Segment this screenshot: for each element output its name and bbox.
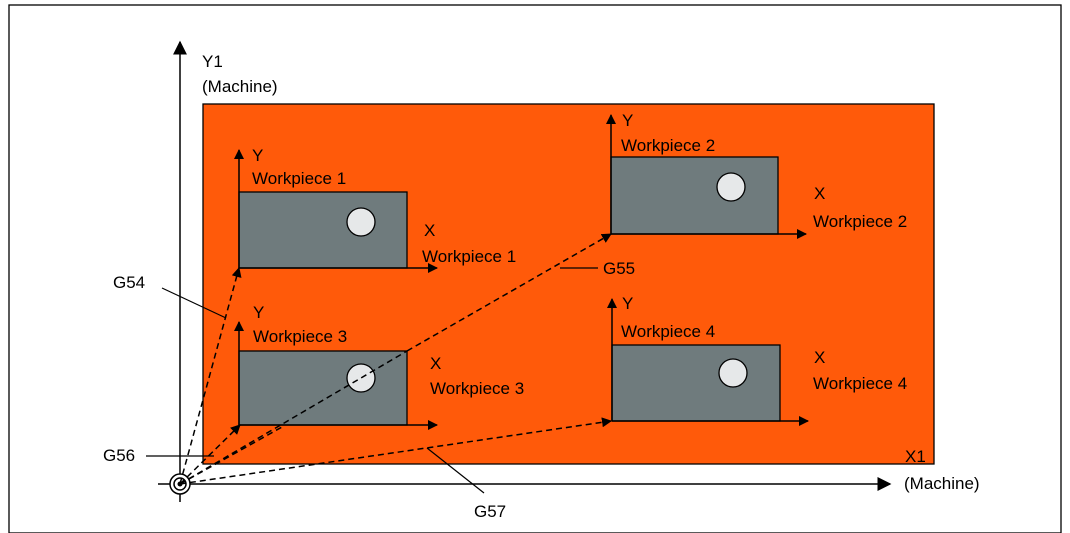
g54-leader-line: [161, 287, 227, 319]
machine-y-label: Y1: [202, 52, 223, 71]
workpiece-3-hole: [346, 363, 376, 393]
workpiece-1-y-sublabel: Workpiece 1: [252, 169, 346, 188]
g55-offset-vector: [406, 233, 612, 352]
workpiece-2: Y Workpiece 2 X Workpiece 2: [606, 111, 907, 239]
workpiece-2-y-sublabel: Workpiece 2: [621, 136, 715, 155]
workpiece-3-y-label: Y: [253, 303, 264, 322]
g55-label: G55: [603, 259, 635, 278]
workpiece-3-x-label: X: [430, 354, 441, 373]
workpiece-4-y-label: Y: [622, 294, 633, 313]
g56-label: G56: [103, 446, 135, 465]
workpiece-4-block: [611, 344, 781, 422]
workpiece-3-x-sublabel: Workpiece 3: [430, 379, 524, 398]
workpiece-4-x-sublabel: Workpiece 4: [813, 374, 907, 393]
g54-label: G54: [113, 273, 145, 292]
workpiece-2-x-label: X: [814, 184, 825, 203]
workpiece-2-y-label: Y: [622, 111, 633, 130]
offset-vector-to-workpiece-3-edge: [179, 350, 408, 485]
machine-x-label: X1: [905, 447, 926, 466]
workpiece-2-hole: [716, 172, 746, 202]
workpiece-3-block: [238, 350, 408, 426]
workpiece-1-block: [238, 191, 408, 269]
workpiece-1-y-label: Y: [252, 146, 263, 165]
workpiece-3-y-sublabel: Workpiece 3: [253, 327, 347, 346]
outer-frame: [8, 4, 1062, 533]
machine-y-sublabel: (Machine): [202, 77, 278, 96]
workpiece-1-x-label: X: [424, 221, 435, 240]
workpiece-4-x-label: X: [814, 348, 825, 367]
workpiece-4: Y Workpiece 4 X Workpiece 4: [607, 294, 907, 426]
machine-x-sublabel: (Machine): [904, 474, 980, 493]
workpiece-1-x-sublabel: Workpiece 1: [422, 247, 516, 266]
workpiece-3: Y Workpiece 3 X Workpiece 3: [234, 303, 524, 430]
workpiece-1-hole: [346, 207, 376, 237]
g57-leader-line: [426, 447, 485, 494]
g57-label: G57: [474, 502, 506, 521]
g54-offset-vector: [179, 267, 242, 485]
g57-offset-vector: [179, 417, 612, 485]
workpiece-2-x-sublabel: Workpiece 2: [813, 212, 907, 231]
workpiece-1: Y Workpiece 1 X Workpiece 1: [234, 146, 516, 273]
workpiece-4-hole: [718, 358, 748, 388]
workpiece-2-block: [610, 156, 779, 235]
g56-offset-vector: [179, 424, 241, 485]
workpiece-4-y-sublabel: Workpiece 4: [621, 322, 715, 341]
